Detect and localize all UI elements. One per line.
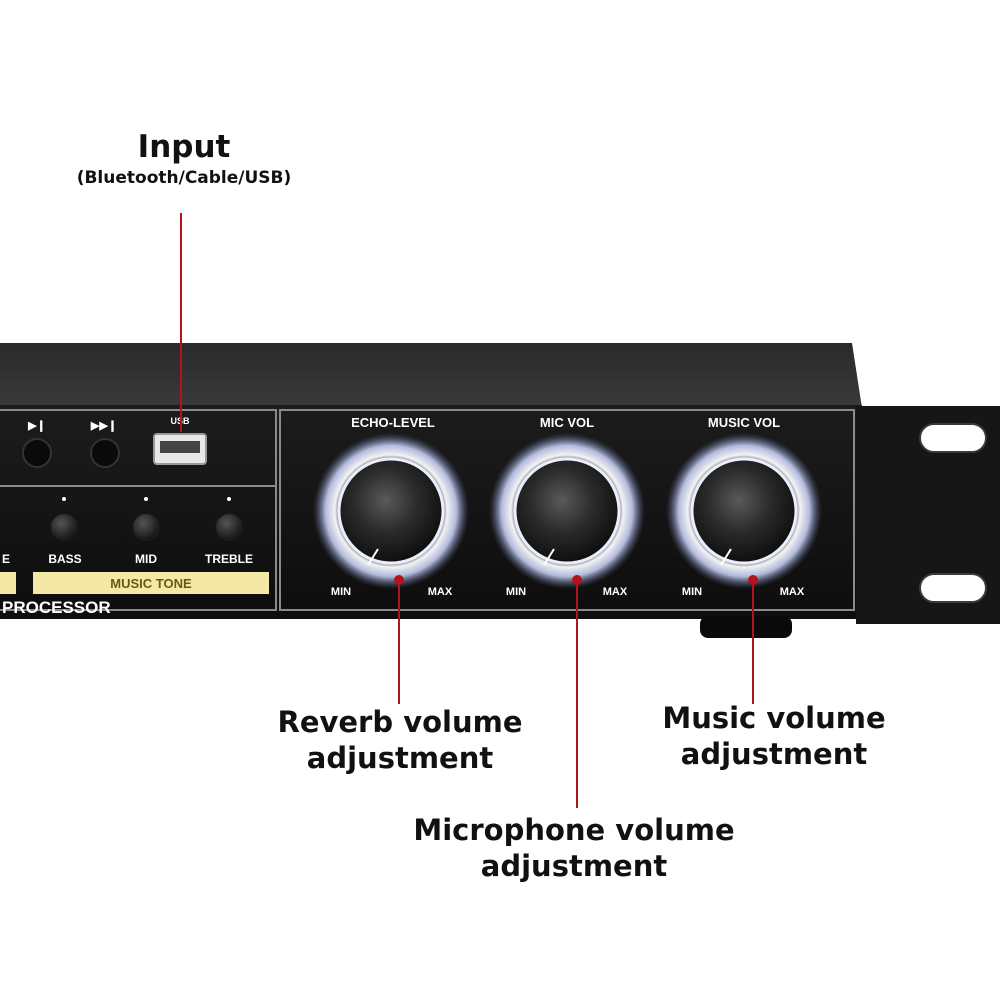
mic-min-label: MIN <box>506 586 526 598</box>
processor-label: PROCESSOR <box>2 598 111 617</box>
mic-pointer-dot <box>572 575 582 585</box>
tone-knob-mid[interactable] <box>132 497 160 541</box>
reverb-callout: Reverb volume adjustment <box>250 704 550 776</box>
echo-level-label: ECHO-LEVEL <box>351 415 435 430</box>
music-pointer-dot <box>748 575 758 585</box>
tone-panel-frame <box>0 485 277 611</box>
mic-vol-knob[interactable] <box>489 433 645 589</box>
music-vol-label: MUSIC VOL <box>708 415 780 430</box>
microphone-callout-line1: Microphone volume <box>413 813 735 847</box>
music-vol-knob[interactable] <box>666 433 822 589</box>
volume-panel-frame <box>279 409 855 611</box>
chassis-foot <box>700 616 792 638</box>
microphone-callout-line2: adjustment <box>480 849 668 883</box>
reverb-callout-line2: adjustment <box>306 741 494 775</box>
tone-label-bass: BASS <box>48 552 81 566</box>
tone-knob-bass[interactable] <box>50 497 78 541</box>
music-min-label: MIN <box>682 586 702 598</box>
echo-level-knob[interactable] <box>313 433 469 589</box>
mic-vol-label: MIC VOL <box>540 415 594 430</box>
music-callout-line2: adjustment <box>680 737 868 771</box>
music-callout-line1: Music volume <box>662 701 886 735</box>
echo-min-label: MIN <box>331 586 351 598</box>
microphone-callout: Microphone volume adjustment <box>374 812 774 884</box>
tone-label-mid: MID <box>135 552 157 566</box>
tone-label-cut: E <box>2 552 10 566</box>
tone-label-treble: TREBLE <box>205 552 253 566</box>
rack-ear-slot-top <box>919 423 987 453</box>
music-tone-label: MUSIC TONE <box>110 576 192 591</box>
reverb-pointer-dot <box>394 575 404 585</box>
input-callout: Input (Bluetooth/Cable/USB) <box>34 128 334 190</box>
input-callout-title: Input <box>137 129 231 165</box>
next-track-icon: ▶▶❙ <box>90 420 117 432</box>
chassis-top <box>0 343 862 408</box>
echo-max-label: MAX <box>428 586 453 598</box>
rack-ear-slot-bottom <box>919 573 987 603</box>
music-tone-strip-left <box>0 572 16 594</box>
input-callout-subtitle: (Bluetooth/Cable/USB) <box>76 168 292 188</box>
music-max-label: MAX <box>780 586 805 598</box>
play-pause-icon: ▶❙ <box>27 420 46 432</box>
usb-port-slot <box>160 441 200 453</box>
reverb-callout-line1: Reverb volume <box>277 705 523 739</box>
tone-knob-treble[interactable] <box>215 497 243 541</box>
next-track-button[interactable] <box>90 438 120 468</box>
mic-max-label: MAX <box>603 586 628 598</box>
music-tone-strip <box>33 572 269 594</box>
play-pause-button[interactable] <box>22 438 52 468</box>
music-callout: Music volume adjustment <box>619 700 929 772</box>
rack-ear <box>856 406 1000 624</box>
